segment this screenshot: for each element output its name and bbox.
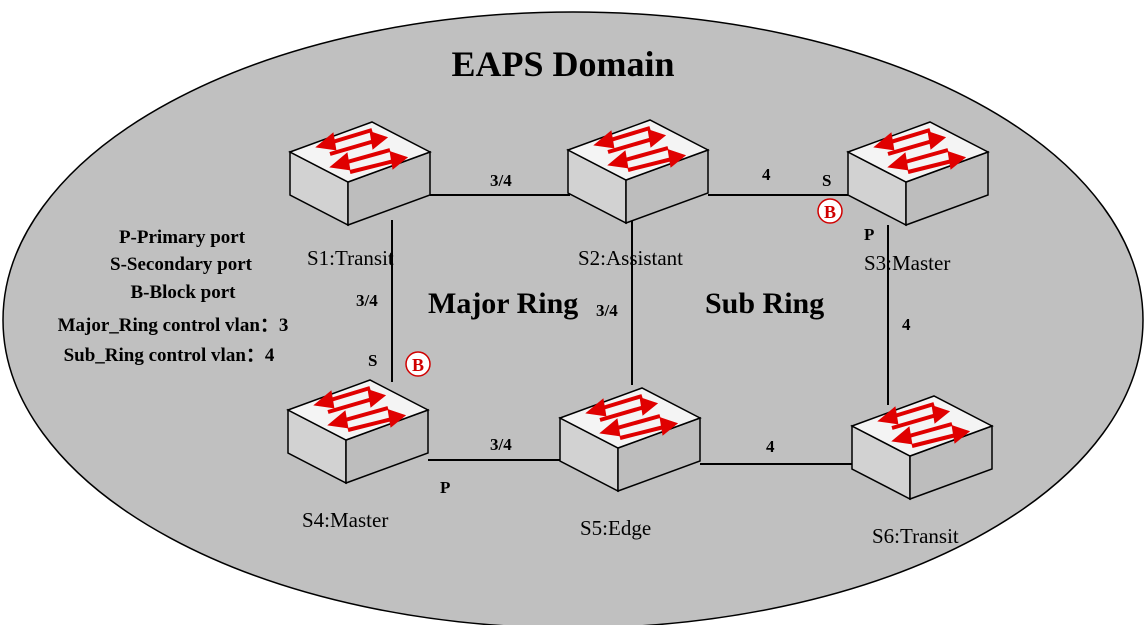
block-marker-s3-label: B <box>824 202 836 222</box>
link-label-s4-s5: 3/4 <box>490 435 512 454</box>
port-label-s3-primary: P <box>864 225 874 244</box>
legend-item-sub-vlan: Sub_Ring control vlan：4 <box>64 345 275 366</box>
link-label-s1-s2: 3/4 <box>490 171 512 190</box>
node-label-s3: S3:Master <box>864 251 950 275</box>
legend-item-major-vlan: Major_Ring control vlan：3 <box>58 315 289 336</box>
sub-ring-label: Sub Ring <box>705 287 824 320</box>
link-label-s2-s5: 3/4 <box>596 301 618 320</box>
node-label-s6: S6:Transit <box>872 524 959 548</box>
legend-item-secondary: S-Secondary port <box>110 254 253 275</box>
block-marker-s3: B <box>817 198 843 224</box>
port-label-s3-secondary: S <box>822 171 831 190</box>
major-ring-label: Major Ring <box>428 287 578 320</box>
legend: P-Primary port S-Secondary port B-Block … <box>58 227 289 366</box>
node-label-s2: S2:Assistant <box>578 246 683 270</box>
port-label-s4-secondary: S <box>368 351 377 370</box>
port-label-s4-primary: P <box>440 478 450 497</box>
diagram-title: EAPS Domain <box>451 44 674 84</box>
block-marker-s4-label: B <box>412 355 424 375</box>
node-label-s1: S1:Transit <box>307 246 394 270</box>
link-label-s5-s6: 4 <box>766 437 775 456</box>
legend-item-primary: P-Primary port <box>119 227 246 248</box>
link-label-s2-s3: 4 <box>762 165 771 184</box>
link-label-s3-s6: 4 <box>902 315 911 334</box>
block-marker-s4: B <box>405 351 431 377</box>
node-label-s4: S4:Master <box>302 508 388 532</box>
legend-item-block: B-Block port <box>130 282 236 303</box>
link-label-s1-s4: 3/4 <box>356 291 378 310</box>
node-label-s5: S5:Edge <box>580 516 651 540</box>
